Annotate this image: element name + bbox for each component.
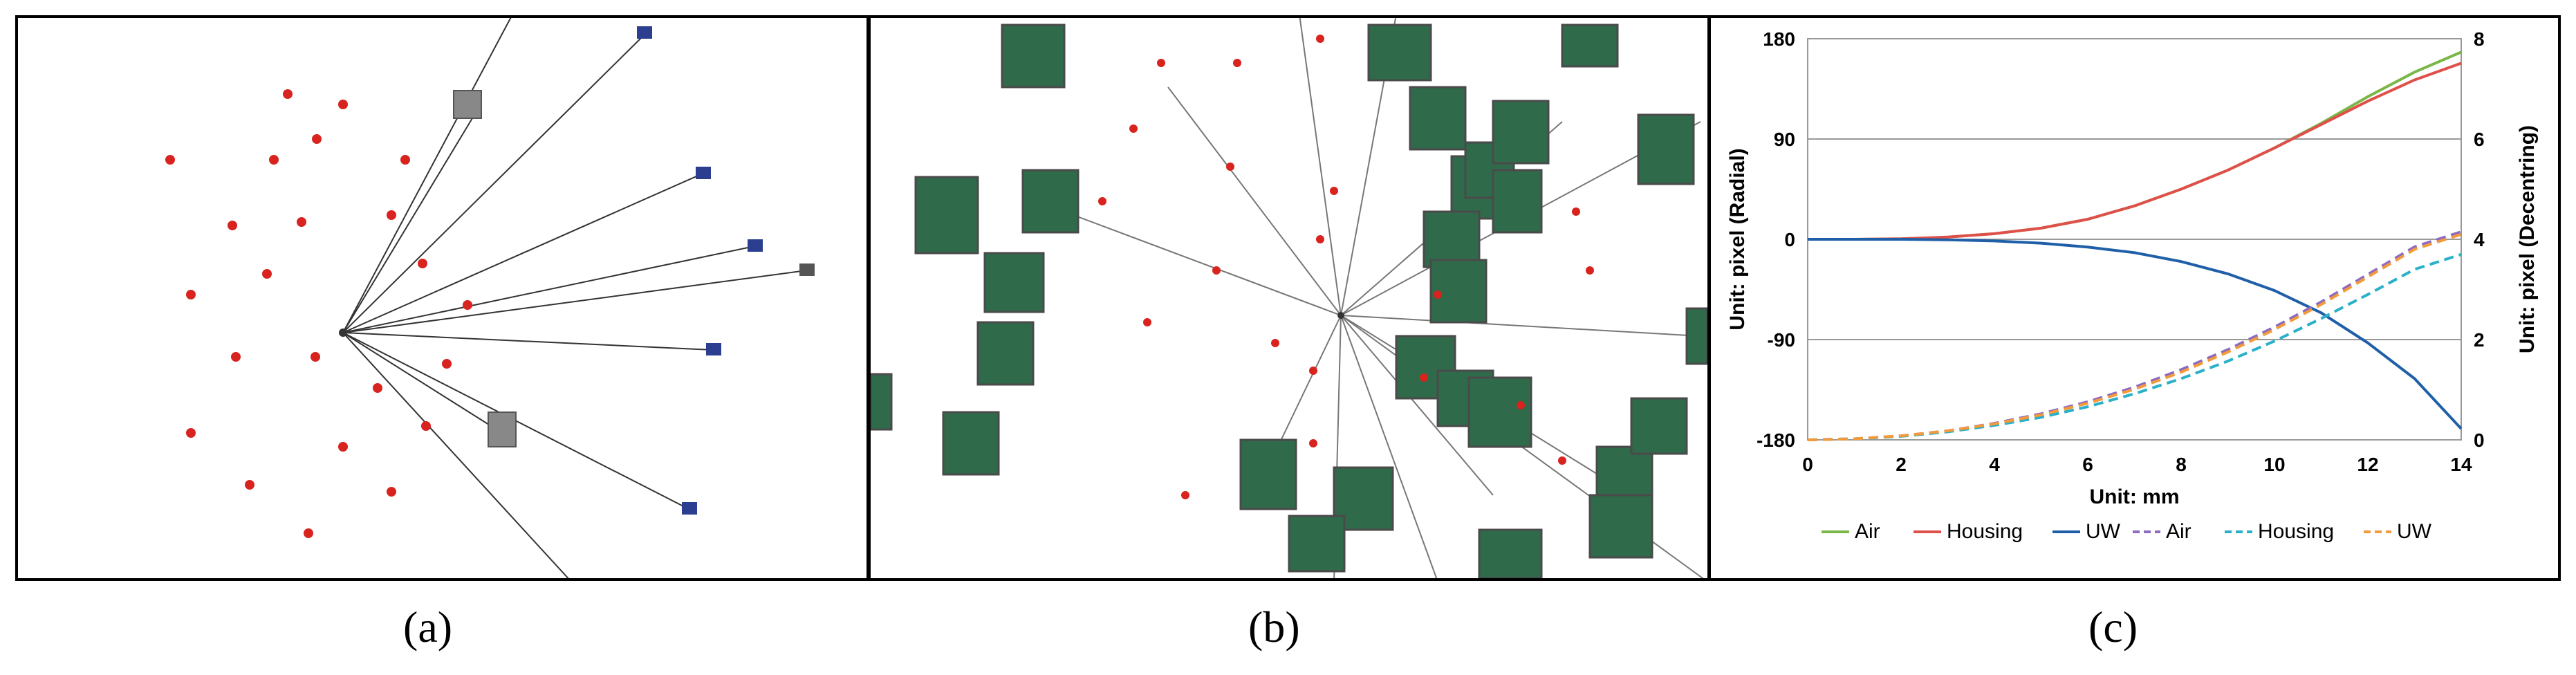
panel-a-camera-network (15, 15, 869, 581)
legend-label-5: UW (2397, 520, 2432, 543)
x-tick-label: 6 (2082, 454, 2093, 475)
target-points (165, 89, 472, 538)
legend-label-3: Air (2166, 520, 2192, 543)
x-tick-label: 4 (1989, 454, 2000, 475)
y-left-axis-label: Unit: pixel (Radial) (1726, 148, 1749, 330)
x-tick-label: 2 (1896, 454, 1907, 475)
y-right-tick-label: 0 (2474, 429, 2485, 451)
camera-icons (453, 26, 815, 515)
y-left-tick-label: -180 (1757, 429, 1795, 451)
panel-b-camera-network (868, 15, 1710, 581)
legend-label-4: Housing (2258, 520, 2334, 543)
legend-label-0: Air (1855, 520, 1880, 543)
y-right-tick-label: 4 (2474, 229, 2485, 250)
x-tick-label: 12 (2357, 454, 2378, 475)
caption-b: (b) (1248, 602, 1300, 651)
x-tick-label: 8 (2176, 454, 2187, 475)
y-right-axis-label: Unit: pixel (Decentring) (2516, 125, 2539, 353)
series-line-5 (1807, 232, 2462, 441)
series-line-0 (1808, 50, 2462, 241)
caption-a: (a) (403, 602, 453, 651)
y-right-tick-label: 2 (2474, 329, 2485, 351)
camera-network-diagram-b (871, 18, 1707, 578)
y-right-tick-label: 8 (2474, 28, 2485, 50)
series-line-1 (1808, 62, 2462, 241)
camera-network-diagram-a (165, 18, 815, 578)
legend-label-2: UW (2086, 520, 2121, 543)
y-right-tick-label: 6 (2474, 129, 2485, 150)
y-left-tick-label: -90 (1768, 329, 1795, 351)
legend-label-1: Housing (1947, 520, 2023, 543)
x-tick-label: 0 (1802, 454, 1813, 475)
target-points (1098, 35, 1594, 499)
image-tiles (871, 24, 1707, 578)
y-left-tick-label: 90 (1774, 129, 1795, 150)
x-tick-label: 14 (2450, 454, 2472, 475)
series-line-4 (1807, 252, 2462, 441)
ray-lines (342, 18, 807, 578)
series-line-3 (1807, 230, 2462, 441)
y-left-tick-label: 0 (1784, 229, 1795, 250)
x-tick-label: 10 (2263, 454, 2285, 475)
x-axis-label: Unit: mm (2090, 486, 2180, 508)
series-line-2 (1808, 238, 2463, 430)
y-left-tick-label: 180 (1763, 28, 1795, 50)
caption-c: (c) (2088, 602, 2138, 651)
